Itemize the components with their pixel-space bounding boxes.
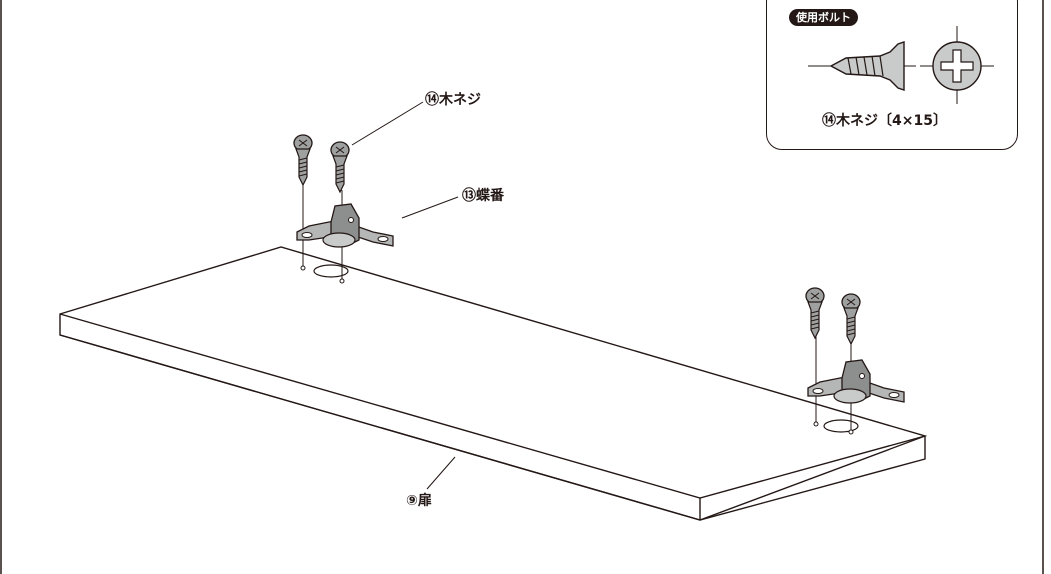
pilot-hole (300, 265, 306, 271)
screw-label: ⑭木ネジ (425, 92, 481, 108)
hinge-right (807, 359, 905, 404)
hinge-cup-hole-right (823, 419, 859, 433)
door-label: ⑨扉 (406, 493, 432, 509)
pilot-hole (339, 278, 345, 284)
pilot-hole (848, 429, 854, 435)
wood-screw (805, 287, 825, 339)
pilot-hole (813, 421, 819, 427)
hinge-leader-line (401, 196, 459, 219)
legend-caption: ⑭木ネジ〔4×15〕 (822, 113, 947, 129)
door-panel (59, 246, 928, 521)
hinge-left (296, 203, 394, 248)
legend-badge: 使用ボルト (789, 9, 858, 26)
wood-screw (293, 134, 313, 186)
wood-screw (841, 293, 861, 345)
screw-leader-line (351, 101, 424, 146)
door-leader-line (426, 456, 456, 490)
hinge-label: ⑬蝶番 (462, 188, 504, 204)
wood-screw (330, 141, 350, 193)
hinge-cup-hole-left (313, 264, 349, 278)
